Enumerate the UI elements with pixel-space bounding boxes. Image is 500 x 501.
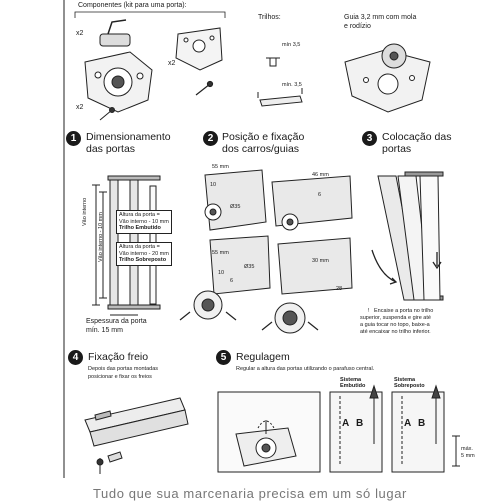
step-4-title: Fixação freio bbox=[88, 351, 149, 363]
dim-6-top: 6 bbox=[318, 192, 322, 198]
box1-line3: Trilho Embutido bbox=[119, 225, 161, 231]
label-b-sobreposto: B bbox=[418, 418, 426, 429]
phi35-bot: Ø35 bbox=[244, 264, 255, 270]
dim-6-bot: 6 bbox=[230, 278, 234, 284]
screw-drawing-2 bbox=[195, 80, 214, 96]
guide-title-line2: e rodízio bbox=[344, 23, 371, 30]
step5-systems-drawing bbox=[329, 384, 460, 473]
step-2-title-line2: dos carros/guias bbox=[222, 143, 300, 155]
vao-interno-label: Vão interno bbox=[82, 197, 88, 226]
qty-label-mid: x2 bbox=[168, 60, 176, 67]
sistema-embutido-line2: Embutido bbox=[340, 383, 366, 389]
label-a-sobreposto: A bbox=[404, 418, 412, 429]
step2-carriers-drawing bbox=[193, 203, 306, 334]
phi35-top: Ø35 bbox=[230, 204, 241, 210]
thickness-line2: mín. 15 mm bbox=[86, 327, 123, 334]
step-3-title-line2: portas bbox=[382, 143, 412, 155]
step3-note-line2: superior, suspenda e gire até bbox=[360, 315, 431, 321]
max-label-line1: máx. bbox=[461, 446, 473, 452]
step3-warning-icon: ! bbox=[368, 308, 370, 314]
thickness-line1: Espessura da porta bbox=[86, 318, 147, 325]
door-height-box-embutido: Altura da porta = Vão interno - 10 mm Tr… bbox=[116, 210, 172, 234]
step-3-title-line1: Colocação das bbox=[382, 131, 452, 143]
components-title: Componentes (kit para uma porta): bbox=[78, 2, 187, 9]
qty-label-low: x2 bbox=[76, 104, 84, 111]
step-1-title-line1: Dimensionamento bbox=[86, 131, 171, 143]
carriage-drawing bbox=[84, 19, 153, 113]
step5-desc: Regular a altura das portas utilizando o… bbox=[236, 366, 375, 372]
step-2-number: 2 bbox=[203, 131, 218, 146]
footer-tagline: Tudo que sua marcenaria precisa em um só… bbox=[93, 486, 407, 501]
dim-28: 28 bbox=[336, 286, 343, 292]
rails-title: Trilhos: bbox=[258, 14, 281, 21]
sistema-sobreposto-line1: Sistema bbox=[394, 377, 416, 383]
step-5-number: 5 bbox=[216, 350, 231, 365]
step3-door-drawing bbox=[371, 171, 444, 301]
top-bracket-drawing bbox=[175, 27, 223, 71]
box2-line1: Altura da porta = bbox=[119, 244, 160, 250]
box1-line1: Altura da porta = bbox=[119, 212, 160, 218]
step4-desc-line2: posicionar e fixar os freios bbox=[88, 374, 152, 380]
step3-note-line3: a guia tocar no topo, baixe-a bbox=[360, 322, 430, 328]
step3-note-line1: Encaixe a porta no trilho bbox=[374, 308, 434, 314]
box2-line3: Trilho Sobreposto bbox=[119, 257, 167, 263]
screw-drawing-1 bbox=[99, 107, 115, 121]
rail-bottom-drawing bbox=[257, 88, 303, 107]
guide-title-line1: Guia 3,2 mm com mola bbox=[344, 14, 417, 21]
qty-label-top: x2 bbox=[76, 30, 84, 37]
step2-screws-drawing bbox=[179, 311, 319, 331]
rail-top-drawing bbox=[266, 57, 280, 67]
step-1-number: 1 bbox=[66, 131, 81, 146]
components-bracket bbox=[74, 11, 226, 18]
dim-55-bot: 55 mm bbox=[212, 250, 229, 256]
rail-bottom-dim: mín. 3,5 bbox=[282, 82, 302, 88]
step5-carriage-drawing bbox=[217, 391, 321, 473]
sistema-sobreposto-line2: Sobreposto bbox=[394, 383, 425, 389]
dim-46: 46 mm bbox=[312, 172, 329, 178]
step-3-number: 3 bbox=[362, 131, 377, 146]
step3-note-line4: até encaixar no trilho inferior. bbox=[360, 329, 431, 335]
box1-line2: Vão interno - 10 mm bbox=[119, 218, 169, 225]
step4-brake-drawing bbox=[96, 451, 123, 474]
box2-line2: Vão interno - 20 mm bbox=[119, 250, 169, 257]
step4-desc-line1: Depois das portas montadas bbox=[88, 366, 159, 372]
vao-interno-10-label: Vão interno - 10 mm bbox=[98, 212, 104, 262]
step4-rail-drawing bbox=[84, 397, 189, 447]
max-label-line2: 5 mm bbox=[461, 453, 475, 459]
step-1-title-line2: das portas bbox=[86, 143, 136, 155]
dim-10-bot: 10 bbox=[218, 270, 225, 276]
label-a-embutido: A bbox=[342, 418, 350, 429]
label-b-embutido: B bbox=[356, 418, 364, 429]
step-2-title-line1: Posição e fixação bbox=[222, 131, 305, 143]
step-5-title: Regulagem bbox=[236, 351, 290, 363]
door-height-box-sobreposto: Altura da porta = Vão interno - 20 mm Tr… bbox=[116, 242, 172, 266]
guide-drawing bbox=[344, 43, 431, 113]
dim-55-top: 55 mm bbox=[212, 164, 229, 170]
sistema-embutido-line1: Sistema bbox=[340, 377, 362, 383]
dim-10-top: 10 bbox=[210, 182, 217, 188]
step-4-number: 4 bbox=[68, 350, 83, 365]
step2-panels-drawing bbox=[204, 169, 353, 295]
rail-top-dim: mín 3,5 bbox=[282, 42, 301, 48]
dim-30: 30 mm bbox=[312, 258, 329, 264]
